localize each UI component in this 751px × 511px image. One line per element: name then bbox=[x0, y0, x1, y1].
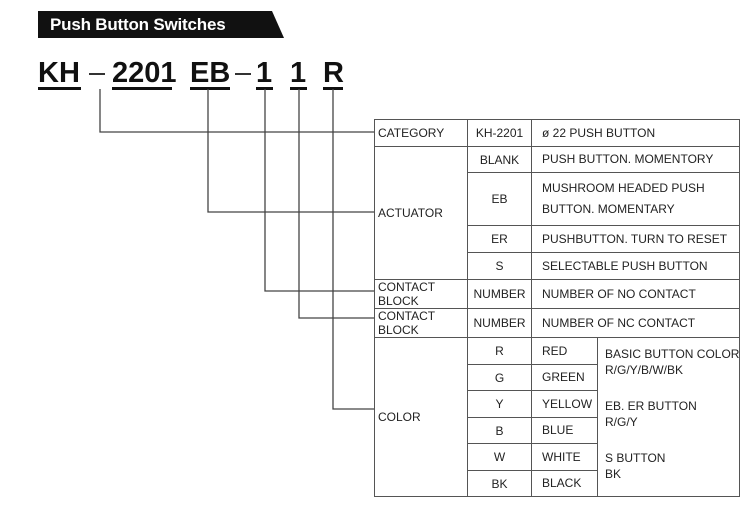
code-cell: BLANK bbox=[467, 146, 532, 173]
description-cell: GREEN bbox=[531, 364, 598, 391]
category-cell: COLOR bbox=[374, 337, 468, 497]
description-cell: PUSHBUTTON. TURN TO RESET bbox=[530, 225, 741, 253]
code-cell: W bbox=[467, 443, 532, 471]
category-cell: CONTACT BLOCK bbox=[374, 279, 468, 309]
table-row: CONTACT BLOCK NUMBER NUMBER OF NO CONTAC… bbox=[374, 279, 741, 309]
code-part-no-contact: 1 bbox=[256, 57, 273, 89]
section-title-tab: Push Button Switches bbox=[38, 11, 284, 38]
code-separator bbox=[235, 73, 251, 75]
code-cell: G bbox=[467, 364, 532, 391]
note-line: BASIC BUTTON COLOR bbox=[605, 347, 740, 361]
code-cell: NUMBER bbox=[467, 308, 532, 338]
table-row: EB MUSHROOM HEADED PUSH BUTTON. MOMENTAR… bbox=[375, 172, 741, 226]
category-cell: CATEGORY bbox=[374, 119, 468, 147]
note-s-button: S BUTTON BK bbox=[605, 450, 739, 482]
description-cell: BLACK bbox=[531, 470, 598, 497]
code-cell: R bbox=[467, 337, 532, 365]
spec-table: CATEGORY KH-2201 ø 22 PUSH BUTTON ACTUAT… bbox=[374, 119, 741, 497]
description-line: MUSHROOM HEADED PUSH bbox=[542, 181, 705, 195]
code-cell: NUMBER bbox=[467, 279, 532, 309]
code-cell: Y bbox=[467, 390, 532, 418]
description-cell: PUSH BUTTON. MOMENTORY bbox=[530, 146, 741, 173]
category-cell: ACTUATOR bbox=[374, 146, 468, 280]
code-underline-nc-contact bbox=[290, 87, 307, 90]
code-cell: EB bbox=[467, 172, 532, 226]
code-part-nc-contact: 1 bbox=[290, 57, 307, 89]
description-cell: ø 22 PUSH BUTTON bbox=[530, 119, 741, 147]
note-line: S BUTTON bbox=[605, 451, 666, 465]
note-basic-button: BASIC BUTTON COLOR R/G/Y/B/W/BK bbox=[605, 346, 739, 378]
code-part-actuator: EB bbox=[190, 57, 231, 89]
table-row: ACTUATOR BLANK PUSH BUTTON. MOMENTORY bbox=[374, 146, 741, 280]
table-row: COLOR R RED BASIC BUTTON COLOR R/G/Y/B/W… bbox=[374, 337, 741, 497]
note-line: R/G/Y/B/W/BK bbox=[605, 363, 684, 377]
code-underline-color bbox=[323, 87, 343, 90]
table-row: ER PUSHBUTTON. TURN TO RESET bbox=[375, 225, 741, 253]
note-eb-er-button: EB. ER BUTTON R/G/Y bbox=[605, 398, 739, 430]
code-underline-category bbox=[112, 87, 172, 90]
connector-no-contact bbox=[264, 89, 374, 292]
code-part-category: 2201 bbox=[112, 57, 177, 89]
connector-color bbox=[332, 89, 374, 410]
connector-actuator bbox=[207, 89, 374, 213]
table-row: CATEGORY KH-2201 ø 22 PUSH BUTTON bbox=[374, 119, 741, 147]
code-underline-series bbox=[38, 87, 81, 90]
code-separator bbox=[89, 73, 105, 75]
note-line: BK bbox=[605, 467, 622, 481]
table-row: W WHITE bbox=[375, 443, 740, 471]
code-cell: KH-2201 bbox=[467, 119, 532, 147]
connector-category bbox=[99, 89, 374, 133]
description-cell: SELECTABLE PUSH BUTTON bbox=[530, 252, 741, 280]
code-cell: B bbox=[467, 417, 532, 444]
code-underline-no-contact bbox=[256, 87, 273, 90]
description-cell: YELLOW bbox=[531, 390, 598, 418]
color-notes-cell: BASIC BUTTON COLOR R/G/Y/B/W/BK EB. ER B… bbox=[596, 337, 741, 497]
description-cell: NUMBER OF NC CONTACT bbox=[530, 308, 741, 338]
description-cell: NUMBER OF NO CONTACT bbox=[530, 279, 741, 309]
code-underline-actuator bbox=[190, 87, 230, 90]
description-line: BUTTON. MOMENTARY bbox=[542, 202, 675, 216]
page-title: Push Button Switches bbox=[50, 15, 226, 34]
code-cell: ER bbox=[467, 225, 532, 253]
table-row: G GREEN bbox=[375, 364, 740, 391]
note-line: R/G/Y bbox=[605, 415, 638, 429]
table-row: CONTACT BLOCK NUMBER NUMBER OF NC CONTAC… bbox=[374, 308, 741, 338]
code-part-color: R bbox=[323, 57, 344, 89]
code-cell: S bbox=[467, 252, 532, 280]
code-cell: BK bbox=[467, 470, 532, 497]
description-cell: WHITE bbox=[531, 443, 598, 471]
connector-nc-contact bbox=[298, 89, 374, 319]
description-cell: BLUE bbox=[531, 417, 598, 444]
code-part-series: KH bbox=[38, 57, 80, 89]
table-row: Y YELLOW bbox=[375, 390, 740, 418]
description-cell: MUSHROOM HEADED PUSH BUTTON. MOMENTARY bbox=[530, 172, 741, 226]
description-cell: RED bbox=[531, 337, 598, 365]
title-tab-background bbox=[38, 11, 284, 38]
category-cell: CONTACT BLOCK bbox=[374, 308, 468, 338]
note-line: EB. ER BUTTON bbox=[605, 399, 697, 413]
table-row: BK BLACK bbox=[375, 470, 740, 497]
